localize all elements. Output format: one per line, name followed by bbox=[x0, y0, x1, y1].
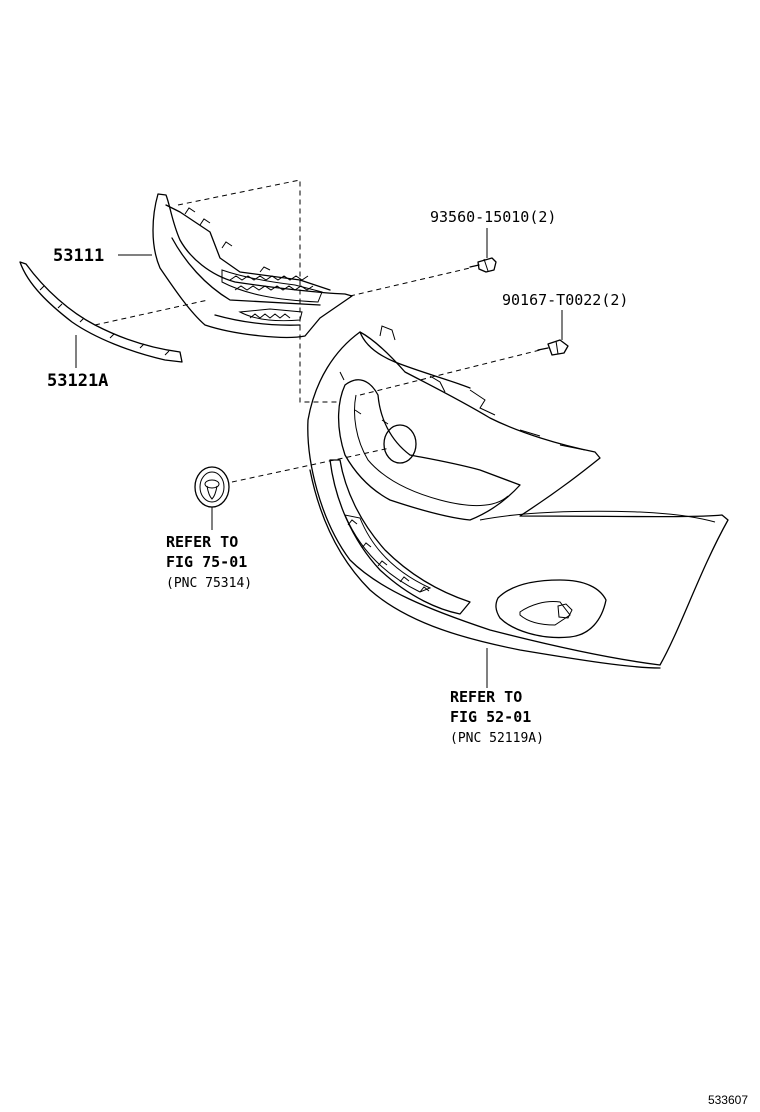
emblem-ref-line1: REFER TO bbox=[166, 533, 238, 551]
part-number-53121a: 53121A bbox=[47, 371, 108, 391]
clip-qty: (2) bbox=[601, 291, 628, 309]
bumper-ref-line1: REFER TO bbox=[450, 688, 522, 706]
molding-53121a bbox=[19, 261, 183, 363]
illustration-id: 533607 bbox=[708, 1093, 748, 1107]
part-number-93560-15010: 93560-15010(2) bbox=[430, 208, 556, 226]
screw-qty: (2) bbox=[529, 208, 556, 226]
screw-icon bbox=[469, 257, 497, 273]
emblem-ref-line3: (PNC 75314) bbox=[166, 576, 252, 591]
emblem-reference: REFER TO FIG 75-01 (PNC 75314) bbox=[166, 533, 252, 591]
part-number-53111: 53111 bbox=[53, 246, 104, 266]
clip-number: 90167-T0022 bbox=[502, 291, 601, 309]
bumper-ref-line3: (PNC 52119A) bbox=[450, 731, 544, 746]
bumper-reference: REFER TO FIG 52-01 (PNC 52119A) bbox=[450, 688, 544, 746]
grille-53111 bbox=[152, 193, 353, 338]
leader-lines bbox=[75, 228, 563, 688]
clip-icon bbox=[537, 339, 569, 356]
screw-number: 93560-15010 bbox=[430, 208, 529, 226]
emblem-ref-line2: FIG 75-01 bbox=[166, 553, 247, 571]
emblem-icon bbox=[194, 466, 230, 508]
part-number-90167-t0022: 90167-T0022(2) bbox=[502, 291, 628, 309]
bumper-ref-line2: FIG 52-01 bbox=[450, 708, 531, 726]
front-bumper-cover bbox=[307, 325, 729, 669]
